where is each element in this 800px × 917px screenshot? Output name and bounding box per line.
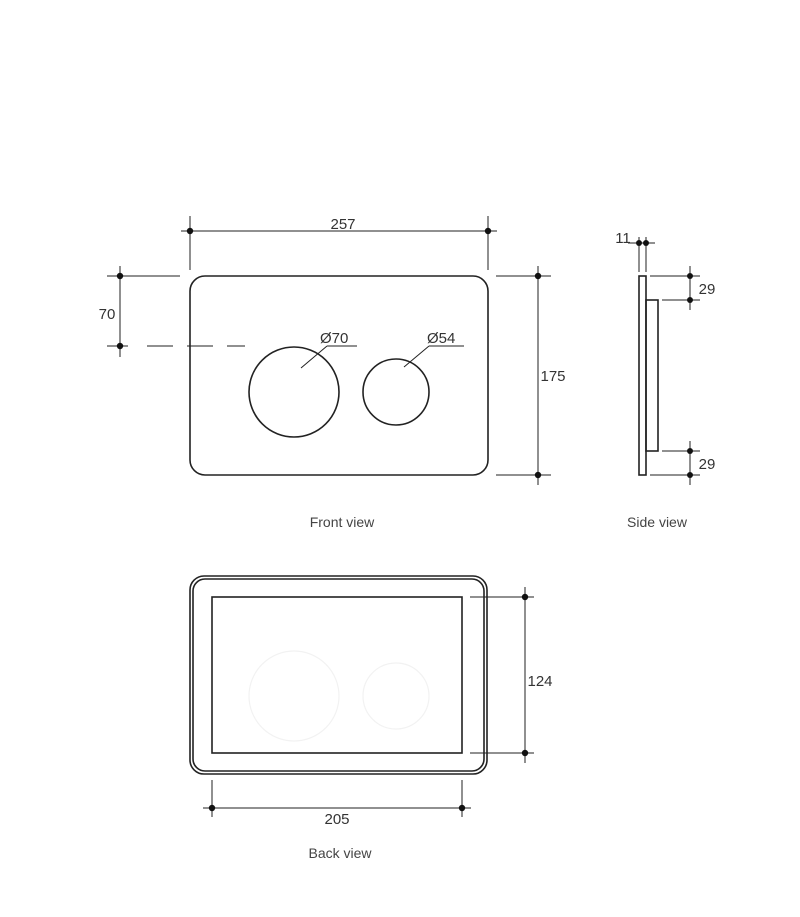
large-button-diameter: Ø70 (300, 330, 357, 369)
large-flush-button (248, 346, 340, 438)
back-plate-outer-outline (189, 575, 488, 775)
side-top-inset-dimension: 29 (650, 266, 715, 310)
front-width-dimension: 257 (181, 216, 497, 270)
front-view: 257 175 70 Ø70 (99, 216, 566, 530)
front-width-label: 257 (330, 216, 355, 233)
side-bottom-inset-label: 29 (699, 456, 716, 473)
small-button-diameter-label: Ø54 (427, 330, 455, 347)
back-width-dimension: 205 (203, 780, 471, 828)
front-height-label: 175 (540, 368, 565, 385)
side-thickness-label: 11 (615, 230, 631, 247)
large-button-diameter-label: Ø70 (320, 330, 348, 347)
front-offset-dimension: 70 (99, 266, 245, 357)
side-view: 11 29 29 Side view (615, 230, 715, 530)
side-bottom-inset-dimension: 29 (650, 441, 715, 485)
side-view-caption: Side view (627, 514, 688, 530)
back-small-button-ghost (362, 662, 430, 730)
side-top-inset-label: 29 (699, 281, 716, 298)
small-button-diameter: Ø54 (403, 330, 464, 368)
back-large-button-ghost (248, 650, 340, 742)
side-body-profile (645, 299, 659, 452)
side-thickness-dimension: 11 (615, 230, 655, 272)
front-height-dimension: 175 (496, 266, 566, 485)
back-view-caption: Back view (308, 845, 372, 861)
side-plate-profile (638, 275, 647, 476)
back-plate-inner-rim (192, 578, 485, 772)
back-height-dimension: 124 (470, 587, 553, 763)
back-view: 124 205 Back view (189, 575, 553, 861)
back-height-label: 124 (527, 673, 552, 690)
small-flush-button (362, 358, 430, 426)
front-view-caption: Front view (310, 514, 375, 530)
back-width-label: 205 (324, 811, 349, 828)
front-plate-outline (189, 275, 489, 476)
back-mounting-frame (211, 596, 463, 754)
front-offset-label: 70 (99, 306, 116, 323)
